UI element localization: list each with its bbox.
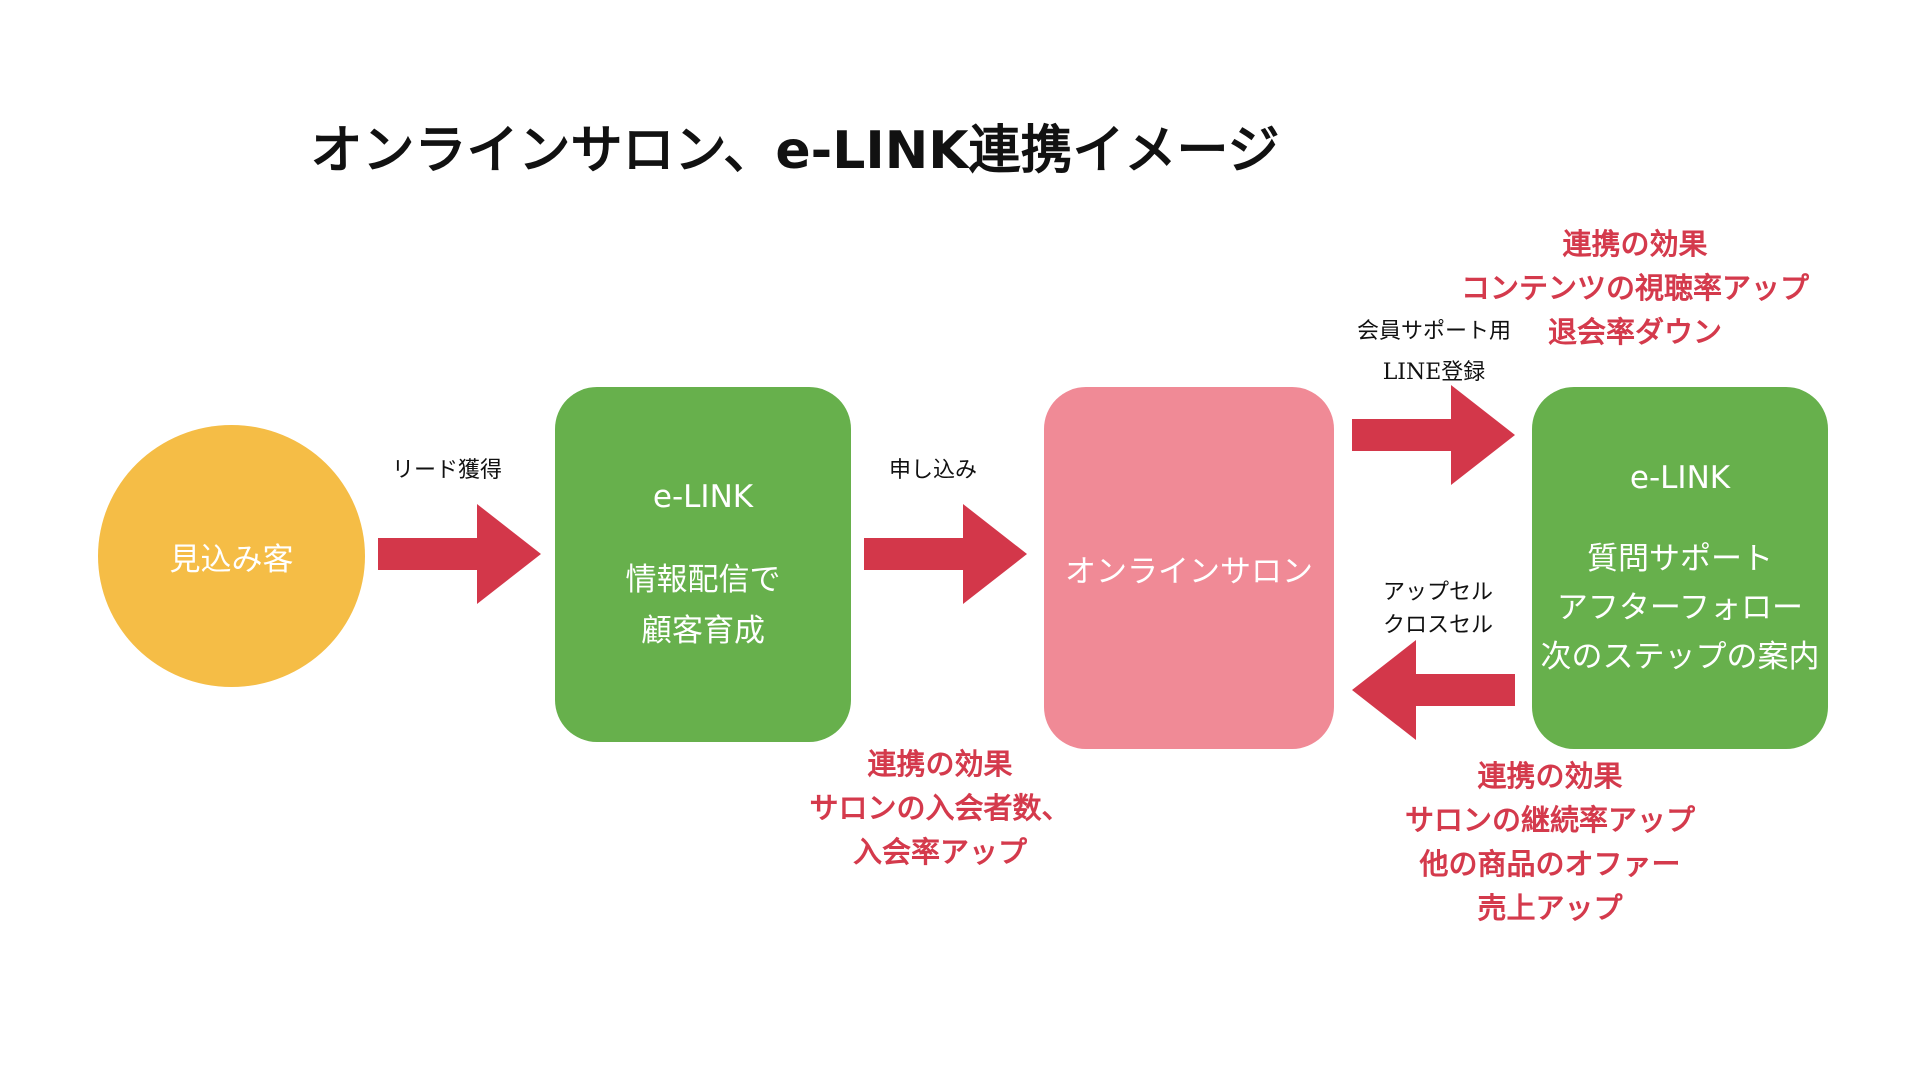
effect-top-right-line: 退会率ダウン	[1547, 315, 1722, 349]
elink-right-line3: 次のステップの案内	[1540, 639, 1820, 675]
support-label-line2: LINE登録	[1382, 360, 1486, 385]
effect-top-right-line: 連携の効果	[1562, 227, 1708, 261]
effect-bottom-right-line: 他の商品のオファー	[1419, 847, 1681, 881]
salon-label: オンラインサロン	[1065, 553, 1313, 590]
effect-left: 連携の効果 サロンの入会者数、 入会率アップ	[790, 742, 1090, 874]
online-salon-node: オンラインサロン	[1044, 387, 1334, 749]
effect-top-right: 連携の効果 コンテンツの視聴率アップ 退会率ダウン	[1430, 222, 1840, 354]
elink-right-line1: 質問サポート	[1587, 541, 1773, 577]
apply-label: 申し込み	[889, 458, 978, 483]
elink-left-title: e-LINK	[652, 479, 754, 515]
effect-bottom-right-line: 売上アップ	[1477, 891, 1623, 925]
arrow-lead	[378, 504, 541, 604]
arrow-upsell	[1352, 640, 1515, 740]
effect-bottom-right: 連携の効果 サロンの継続率アップ 他の商品のオファー 売上アップ	[1380, 754, 1720, 930]
effect-bottom-right-line: サロンの継続率アップ	[1404, 803, 1695, 837]
lead-label: リード獲得	[392, 458, 503, 483]
effect-left-line: 入会率アップ	[852, 835, 1027, 869]
effect-bottom-right-line: 連携の効果	[1477, 759, 1623, 793]
upsell-label-line2: クロスセル	[1382, 613, 1493, 638]
prospect-node: 見込み客	[98, 425, 365, 687]
support-label-line1: 会員サポート用	[1356, 319, 1511, 344]
elink-right-line2: アフターフォロー	[1556, 590, 1804, 626]
effect-left-line: 連携の効果	[867, 747, 1013, 781]
arrow-apply	[864, 504, 1027, 604]
diagram-title: オンラインサロン、e-LINK連携イメージ	[310, 121, 1280, 181]
elink-left-line2: 顧客育成	[641, 613, 765, 649]
upsell-label-line1: アップセル	[1382, 580, 1493, 605]
effect-top-right-line: コンテンツの視聴率アップ	[1460, 271, 1809, 305]
elink-nurture-node: e-LINK 情報配信で 顧客育成	[555, 387, 851, 742]
elink-support-node: e-LINK 質問サポート アフターフォロー 次のステップの案内	[1532, 387, 1828, 749]
elink-right-title: e-LINK	[1629, 460, 1731, 496]
elink-left-line1: 情報配信で	[625, 562, 781, 598]
arrow-support-registration	[1352, 385, 1515, 485]
prospect-label: 見込み客	[169, 541, 294, 578]
effect-left-line: サロンの入会者数、	[809, 791, 1071, 825]
